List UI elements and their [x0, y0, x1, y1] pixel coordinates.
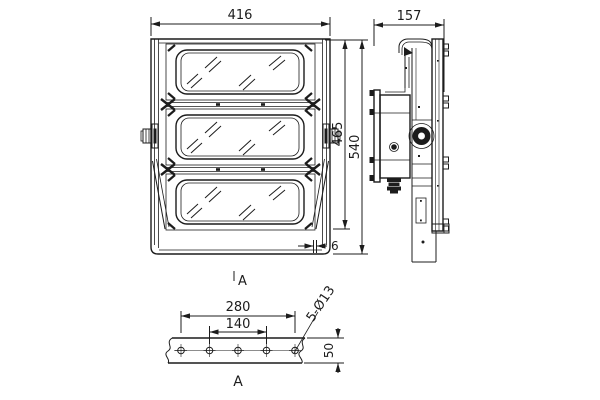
- dim-540: 540: [333, 39, 368, 255]
- mounting-arm: [411, 178, 437, 263]
- holes-callout: 5-Ø13: [293, 283, 339, 354]
- frame-clips: [442, 43, 449, 232]
- dim-140-label: 140: [226, 317, 251, 332]
- dim-280: 280: [180, 300, 296, 333]
- section-view-label: A: [233, 374, 243, 390]
- glass-panel-bottom: [166, 174, 315, 230]
- dim-540-label: 540: [348, 135, 363, 160]
- top-hook: [398, 38, 433, 56]
- right-pivot-knob: [322, 123, 341, 149]
- dim-465: 465: [325, 39, 368, 230]
- housing-outline: [150, 38, 331, 255]
- dim-465-label: 465: [331, 122, 346, 147]
- dim-6: 6: [298, 239, 339, 253]
- yoke-struts: [152, 158, 329, 230]
- dim-280-label: 280: [226, 300, 251, 315]
- bolt-head: [391, 144, 397, 150]
- front-view: 416 465 540 6: [140, 8, 368, 289]
- lamp-body-profile: [431, 38, 450, 234]
- dim-157-label: 157: [397, 9, 422, 24]
- left-pivot-knob: [140, 123, 159, 149]
- section-marker-a: A: [233, 271, 247, 289]
- glass-panel-middle: [166, 109, 315, 165]
- glass-panel-top: [166, 44, 315, 100]
- mounting-plate-view: 280 140 5-Ø13 50 A: [165, 283, 344, 390]
- driver-box: [369, 89, 411, 194]
- pivot-bolt: [412, 127, 431, 145]
- dim-416: 416: [150, 8, 331, 36]
- break-line-right: [298, 337, 306, 364]
- cable-gland: [387, 178, 401, 194]
- dim-50: 50: [304, 328, 344, 373]
- arm-slot: [415, 197, 427, 224]
- dim-416-label: 416: [228, 8, 253, 23]
- break-line-left: [165, 337, 173, 364]
- holes-note-label: 5-Ø13: [304, 283, 339, 324]
- dim-6-label: 6: [331, 239, 339, 253]
- bracket-column: [385, 48, 435, 231]
- dim-140: 140: [209, 317, 267, 344]
- section-marker-a-label: A: [238, 274, 247, 289]
- side-view: 157: [369, 9, 450, 263]
- dim-50-label: 50: [322, 343, 336, 358]
